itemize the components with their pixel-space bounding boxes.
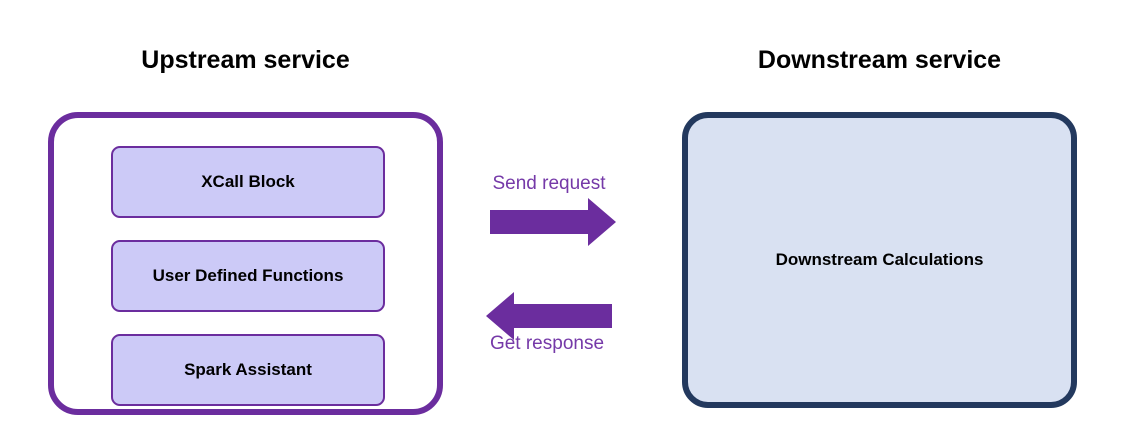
upstream-block-label: User Defined Functions [152,266,344,285]
upstream-service-title: Upstream service [141,46,350,74]
upstream-block-label: Spark Assistant [184,360,312,379]
upstream-block-xcall[interactable]: XCall Block [111,146,385,218]
upstream-service-container: XCall Block User Defined Functions Spark… [48,112,443,415]
upstream-block-label: XCall Block [201,172,295,191]
downstream-service-container[interactable]: Downstream Calculations [682,112,1077,408]
upstream-block-user-defined-functions[interactable]: User Defined Functions [111,240,385,312]
get-response-label: Get response [489,333,605,354]
upstream-block-list: XCall Block User Defined Functions Spark… [111,146,385,406]
arrow-left-icon [486,292,612,340]
arrow-right-icon [490,198,616,246]
downstream-service-title: Downstream service [757,46,1002,74]
send-request-label: Send request [492,173,606,194]
upstream-block-spark-assistant[interactable]: Spark Assistant [111,334,385,406]
downstream-calculations-label: Downstream Calculations [775,250,984,269]
